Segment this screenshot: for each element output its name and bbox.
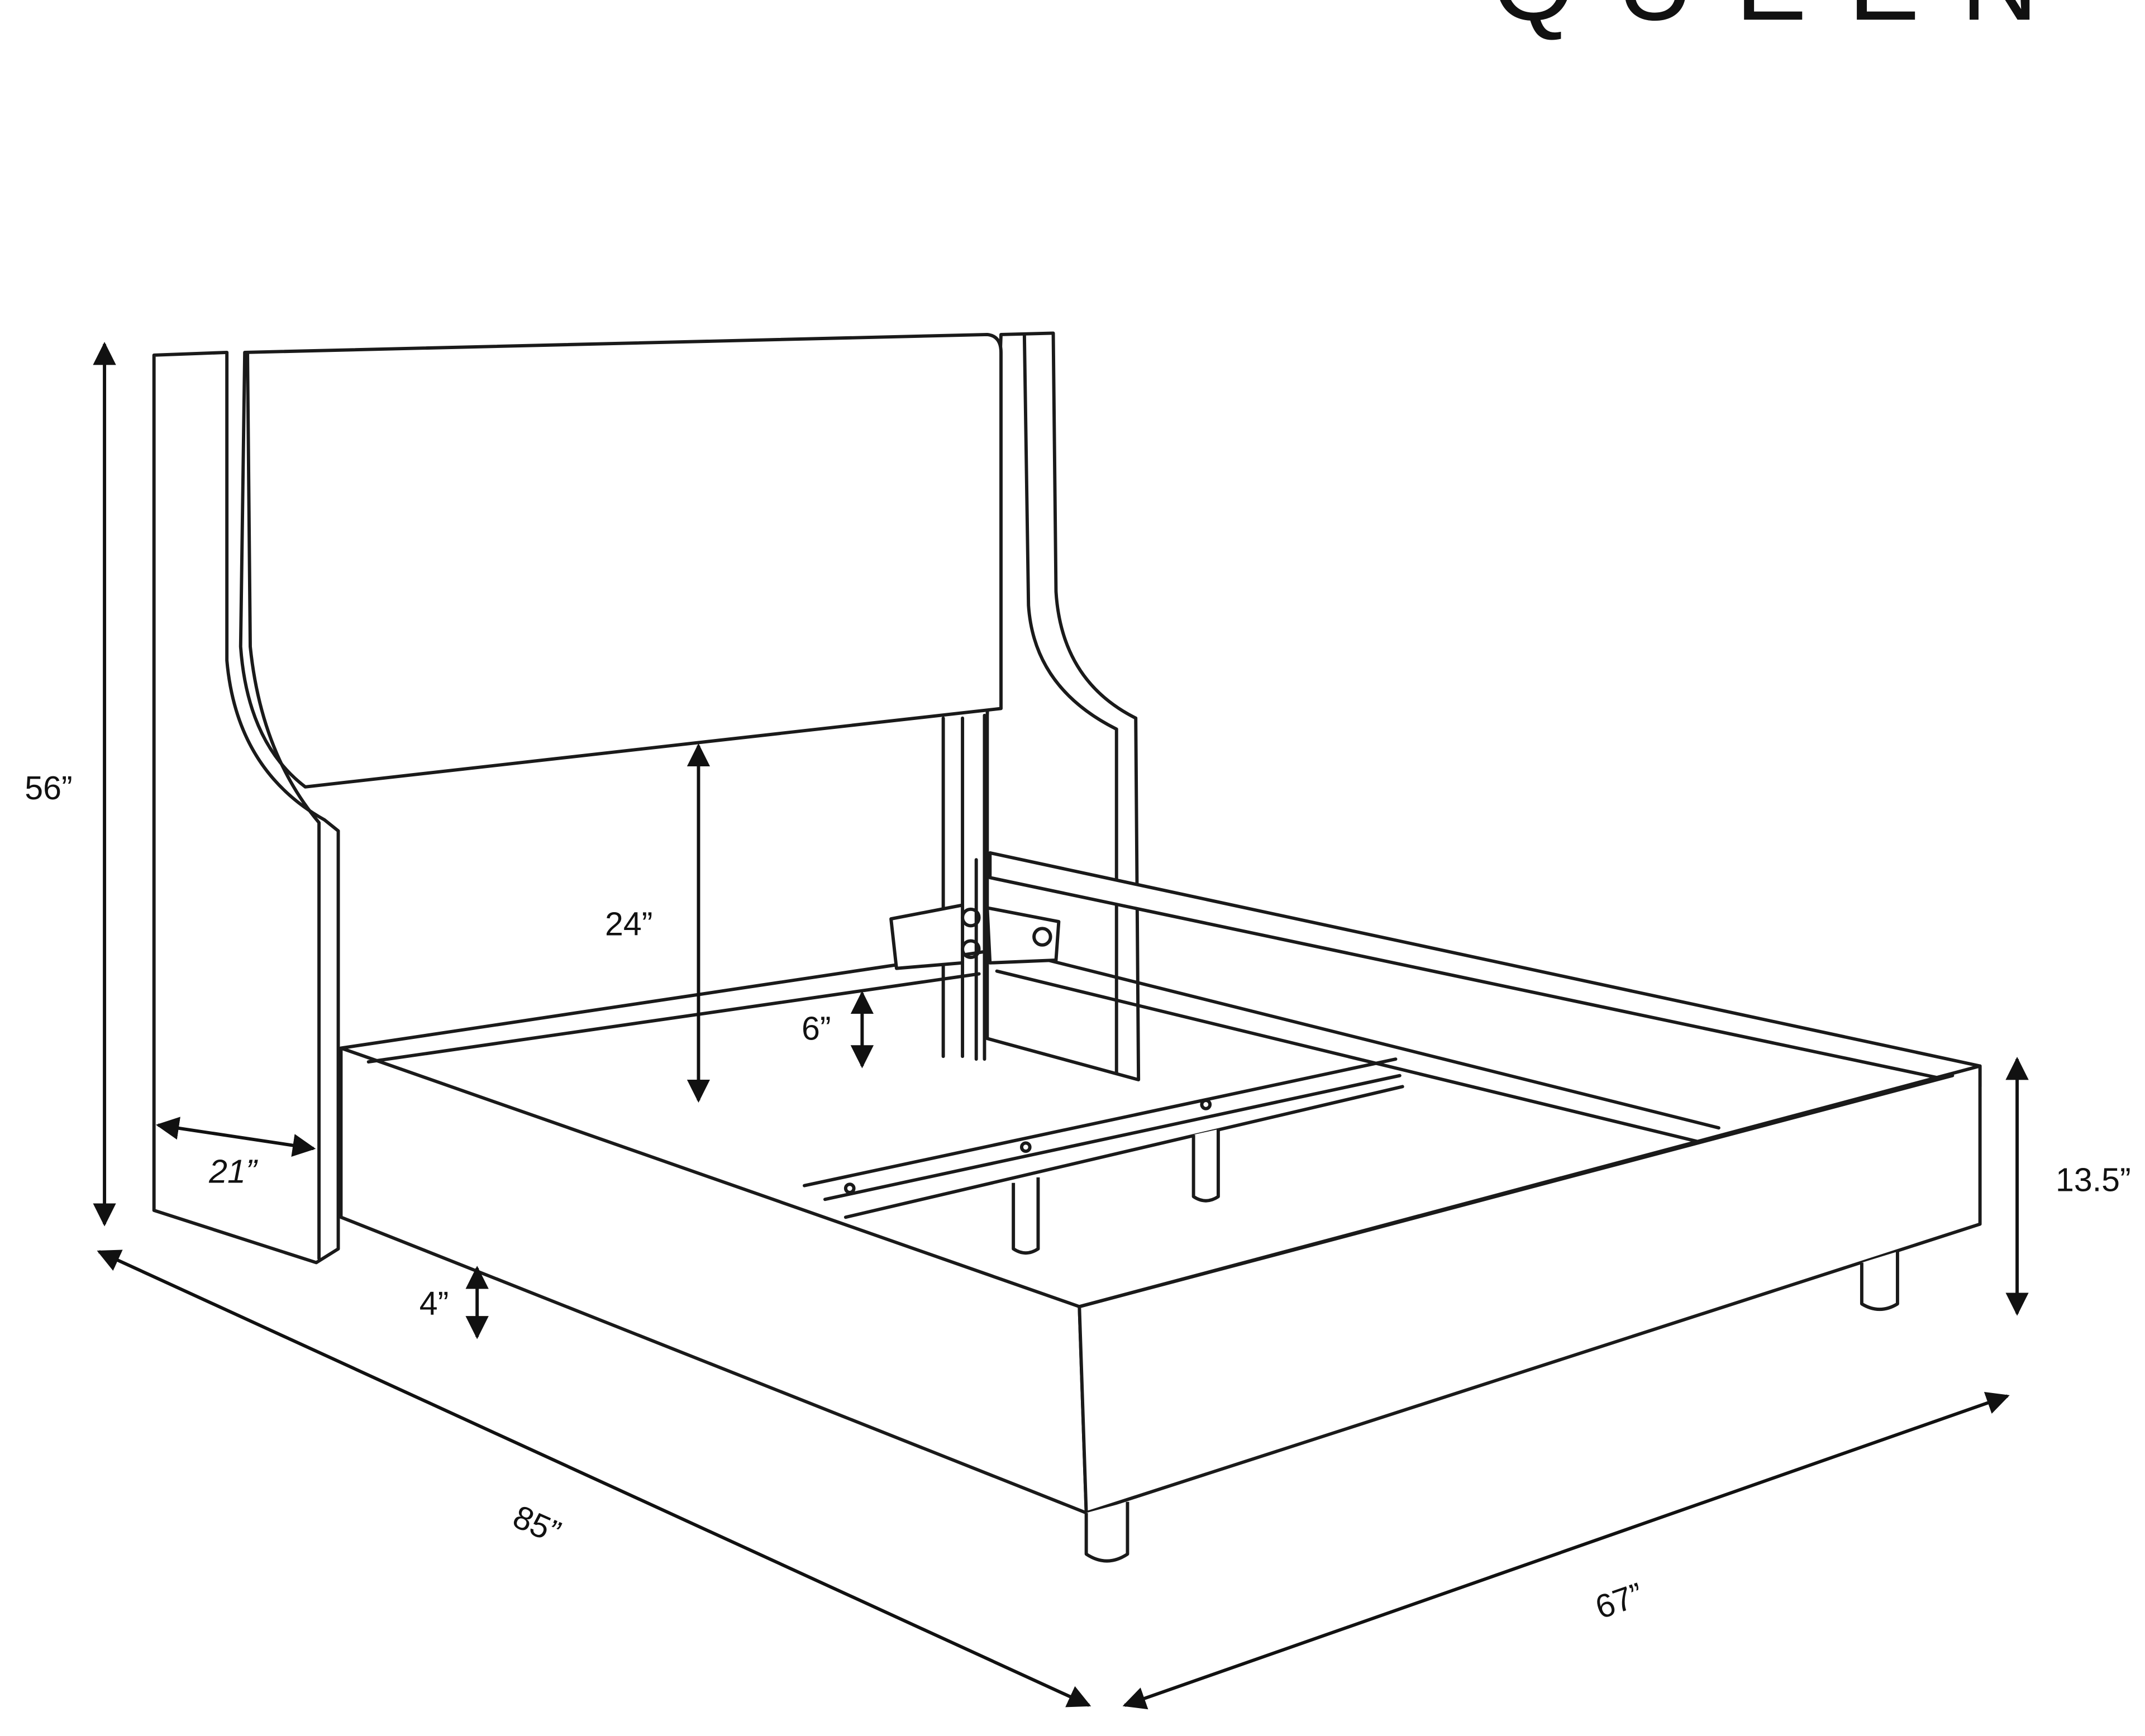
frame-height-label: 13.5” (2056, 1161, 2131, 1198)
leg (1191, 1129, 1220, 1203)
corner-bracket (889, 903, 1061, 970)
rail-gap-label: 6” (802, 1010, 831, 1047)
headboard-cushion (239, 332, 1003, 789)
leg (1012, 1177, 1040, 1255)
bed-size-title: QUEEN (1492, 0, 2080, 42)
bed-drawing (152, 331, 1982, 1563)
height-label: 56” (25, 770, 72, 807)
dimension-lines (93, 342, 2029, 1710)
leg (1860, 1251, 1899, 1311)
clearance-label: 4” (420, 1285, 449, 1322)
headboard-height-label: 24” (605, 906, 652, 943)
left-wing (152, 350, 340, 1265)
left-side-rail (339, 1046, 1088, 1515)
wing-depth-label: 21” (208, 1153, 258, 1190)
length-label: 85” (508, 1498, 566, 1551)
width-label: 67” (1591, 1576, 1648, 1626)
